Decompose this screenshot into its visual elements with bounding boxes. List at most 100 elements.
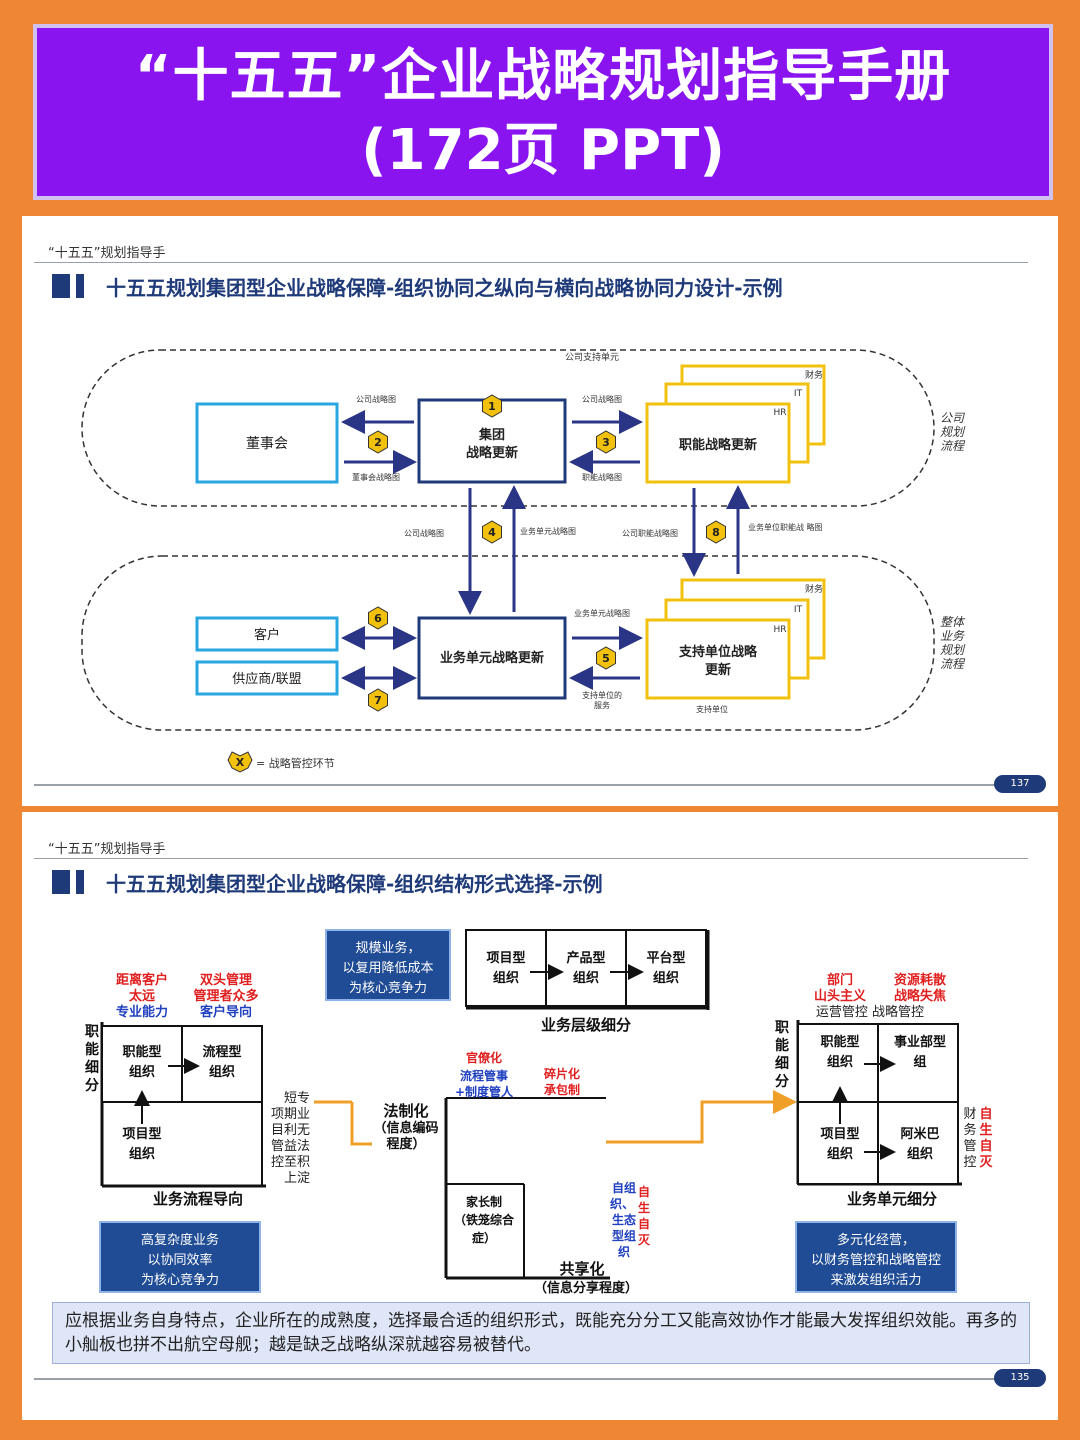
right-side-b-2: 务	[963, 1122, 976, 1138]
c-blue-1b: +制度管人	[455, 1084, 514, 1099]
c-blue-2-3: 生态	[612, 1212, 636, 1227]
lbl-bu-map-1: 业务单元战略图	[520, 526, 576, 536]
stack-label-hr: HR	[773, 408, 786, 418]
stack-label-it: IT	[794, 389, 803, 399]
customer-label: 客户	[254, 627, 280, 643]
left-cell-1b: 组织	[129, 1064, 155, 1080]
left-side-5: 控至积	[271, 1155, 310, 1170]
left-red-1a: 距离客户	[116, 972, 168, 988]
control-marker-number-4: 4	[488, 526, 496, 539]
control-marker-number-5: 5	[602, 652, 610, 665]
title-marker	[52, 274, 70, 298]
lbl-func-map: 职能战略图	[582, 472, 622, 482]
page-number: 137	[994, 775, 1046, 793]
left-red-1b: 太远	[128, 988, 155, 1004]
left-red-2a: 双头管理	[200, 972, 252, 988]
lbl-company-map-3: 公司战略图	[404, 528, 444, 538]
right-red-1a: 部门	[827, 972, 853, 988]
box-complex-1: 高复杂度业务	[141, 1232, 219, 1248]
right-cell-2a: 事业部型	[894, 1034, 946, 1050]
support-label-2: 更新	[705, 662, 731, 678]
conclusion-note: 应根据业务自身特点，企业所在的成熟度，选择最合适的组织形式，既能充分分工又能高效…	[52, 1302, 1030, 1364]
control-marker-number-6: 6	[374, 612, 382, 625]
right-side-r-3: 自	[979, 1138, 992, 1154]
lbl-company-map-2: 公司战略图	[582, 394, 622, 404]
c-cell-1: 家长制	[466, 1194, 502, 1209]
business-region	[81, 555, 935, 731]
right-axis-label: 业务单元细分	[847, 1190, 937, 1208]
customer-box	[195, 616, 339, 652]
c-cell-3: 症）	[472, 1230, 496, 1245]
legend-x: X	[236, 756, 245, 769]
lbl-bu-func-map: 业务单位职能战 略图	[748, 522, 823, 532]
right-bottom-4: 流程	[940, 657, 966, 671]
right-side-b-4: 控	[963, 1155, 976, 1170]
header-divider	[34, 858, 1028, 859]
left-cell-2b: 组织	[209, 1064, 235, 1080]
control-marker-number-7: 7	[374, 694, 382, 707]
right-bottom-2: 业务	[940, 629, 965, 643]
banner-subtitle: (172页 PPT)	[361, 118, 725, 183]
control-marker-6	[368, 606, 388, 630]
c-red-3-3: 自	[638, 1216, 650, 1231]
title-marker	[52, 870, 70, 894]
right-cell-3b: 组织	[827, 1146, 853, 1162]
right-red-1b: 山头主义	[814, 988, 867, 1004]
slide-strategy-synergy: “十五五”规划指导手 十五五规划集团型企业战略保障-组织协同之纵向与横向战略协同…	[22, 216, 1058, 806]
c-red-2b: 承包制	[544, 1082, 580, 1097]
bu-label: 业务单元战略更新	[440, 650, 544, 666]
c-axis-label-2: （信息分享程度）	[534, 1280, 638, 1296]
c-cell-2: （铁笼综合	[454, 1212, 515, 1227]
lbl-company-func-map: 公司职能战略图	[622, 528, 678, 538]
left-blue-2: 客户导向	[200, 1004, 252, 1020]
bu-box	[417, 616, 567, 700]
right-cell-1b: 组织	[827, 1054, 853, 1070]
right-axis-v-4: 分	[775, 1074, 789, 1090]
legend-text: = 战略管控环节	[256, 756, 335, 770]
box-scale-2: 以复用降低成本	[342, 961, 433, 976]
box-diverse-business	[795, 1221, 957, 1293]
page-number: 135	[994, 1369, 1046, 1387]
slide-header: “十五五”规划指导手	[48, 246, 166, 261]
right-cell-4a: 阿米巴	[900, 1126, 939, 1142]
right-side-r-4: 灭	[978, 1155, 993, 1170]
left-cell-3b: 组织	[129, 1146, 155, 1162]
title-marker-thin	[76, 870, 84, 894]
control-marker-number-3: 3	[602, 436, 610, 449]
board-box	[195, 402, 339, 484]
synergy-diagram: 公司支持单元 公司 规划 流程 整体 业务 规划 流程 董事会 集团 战略更新 …	[81, 349, 966, 773]
support-stack-it: IT	[794, 605, 803, 615]
top-cell-2a: 产品型	[566, 950, 605, 966]
left-red-2b: 管理者众多	[193, 988, 258, 1004]
left-side-4: 管益法	[271, 1139, 310, 1154]
left-side-6: 上淀	[284, 1171, 310, 1186]
right-side-b-3: 管	[963, 1139, 976, 1154]
right-axis-v-3: 细	[775, 1055, 789, 1072]
left-cell-3a: 项目型	[122, 1126, 161, 1142]
support-box	[645, 618, 791, 700]
support-stack-hr: HR	[773, 625, 786, 635]
lbl-support-unit: 支持单位	[696, 704, 728, 714]
top-row-box	[465, 929, 707, 1007]
lbl-support-service-1: 支持单位的	[582, 690, 622, 700]
c-blue-2-2: 织、	[610, 1196, 634, 1211]
legend-hex	[227, 751, 253, 773]
supplier-label: 供应商/联盟	[232, 671, 301, 687]
left-cell-2a: 流程型	[202, 1044, 241, 1060]
supplier-box	[195, 660, 339, 696]
center-label-1: 法制化	[383, 1102, 428, 1120]
left-axis-v-2: 能	[85, 1041, 99, 1058]
left-side-1: 短专	[284, 1091, 310, 1106]
right-bottom-3: 规划	[940, 643, 966, 657]
c-axis-label-1: 共享化	[559, 1260, 604, 1278]
support-label-1: 支持单位战略	[678, 644, 758, 660]
right-side-b-1: 财	[963, 1107, 976, 1122]
lbl-board-map: 董事会战略图	[352, 472, 400, 482]
banner-title: “十五五”企业战略规划指导手册	[134, 44, 952, 109]
left-axis-label: 业务流程导向	[153, 1190, 243, 1208]
group-label-2: 战略更新	[466, 445, 518, 461]
box-scale-3: 为核心竞争力	[349, 980, 427, 996]
left-side-3: 目利无	[271, 1123, 310, 1138]
c-red-3-2: 生	[638, 1200, 650, 1215]
right-red-2b: 战略失焦	[894, 988, 946, 1004]
